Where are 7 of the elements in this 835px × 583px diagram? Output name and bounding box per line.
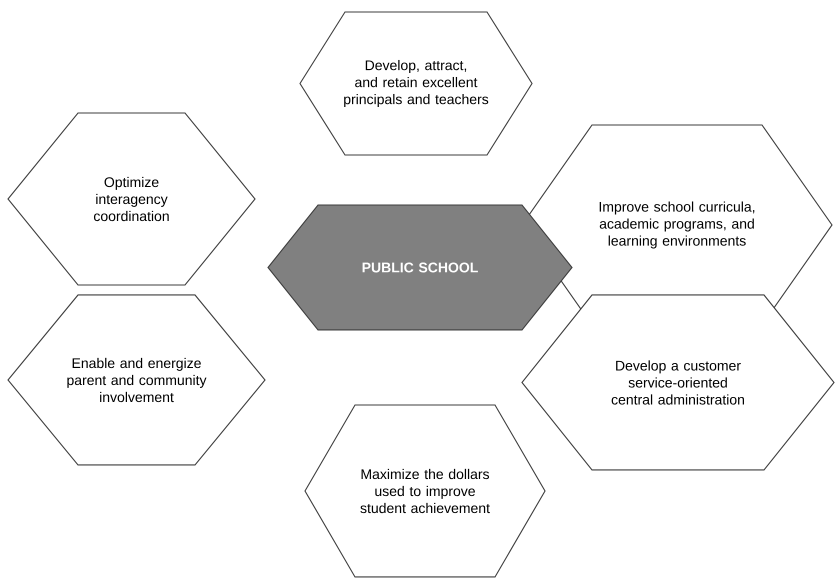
hexagon: Enable and energize parent and community involvement xyxy=(7,294,266,466)
hexagon: Maximize the dollars used to improve student achievement xyxy=(304,404,546,578)
node-label: Develop a customer service-oriented central administration xyxy=(612,360,744,405)
hexagon: Develop, attract, and retain excellent principals and teachers xyxy=(299,11,533,156)
hexagon: PUBLIC SCHOOL xyxy=(267,204,573,331)
hexagon: Optimize interagency coordination xyxy=(7,112,256,286)
hexagon: Develop a customer service-oriented central administration xyxy=(521,294,835,471)
